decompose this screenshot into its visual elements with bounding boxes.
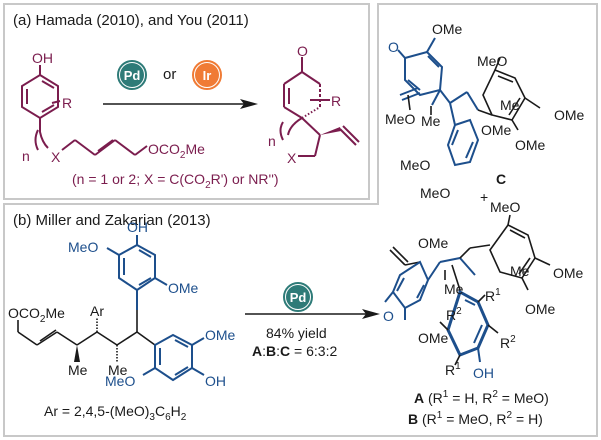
r-label: R [62, 95, 72, 111]
ir-catalyst-badge: Ir [192, 60, 222, 90]
c-ome-top: OMe [432, 21, 463, 37]
pd-label: Pd [123, 67, 141, 83]
p-me-right: Me [510, 263, 530, 279]
b-oh-top: OH [127, 219, 148, 235]
b-me-2: Me [108, 362, 128, 378]
compound-c-label: C [496, 171, 506, 187]
oh-label: OH [32, 50, 53, 66]
compound-c-trimethoxyaryl [477, 57, 541, 131]
c-meo-bottom: MeO [420, 185, 450, 201]
c-me-left: Me [421, 113, 441, 129]
substrate-b-aryl-bottom [142, 333, 205, 382]
product-a-spirocycle [279, 57, 360, 157]
legend-b: B (R1 = MeO, R2 = H) [408, 410, 543, 427]
panel-a-title: (a) Hamada (2010), and You (2011) [13, 12, 249, 29]
b-ome-mid: OMe [168, 280, 199, 296]
product-r-label: R [331, 93, 341, 109]
p-r2-right: R2 [500, 334, 516, 351]
substrate-a-phenol [21, 65, 148, 156]
pd-catalyst-badge-b: Pd [283, 282, 313, 312]
p-ome-right: OMe [553, 265, 584, 281]
c-ome-mid: OMe [481, 122, 512, 138]
ir-label: Ir [202, 67, 212, 83]
pd-label-b: Pd [289, 289, 307, 305]
conditions-a: (n = 1 or 2; X = C(CO2R') or NR'') [72, 171, 279, 191]
b-meo-top: MeO [68, 239, 98, 255]
panel-a-box [3, 3, 370, 200]
p-r1-top: R1 [485, 287, 501, 304]
substrate-b-aryl-top [106, 235, 168, 310]
c-ome-right: OMe [554, 107, 585, 123]
c-carbonyl-o: O [388, 39, 399, 55]
substrate-b-chain [17, 310, 156, 362]
b-ome-right: OMe [205, 327, 236, 343]
ar-definition: Ar = 2,4,5-(MeO)3C6H2 [44, 403, 187, 423]
product-o-label: O [297, 43, 308, 59]
b-ester: OCO2Me [8, 305, 65, 325]
product-b-phenol [439, 289, 499, 366]
p-meo-top: MeO [490, 199, 520, 215]
panel-b-box [3, 203, 598, 437]
p-oh: OH [473, 365, 494, 381]
c-meo-right: MeO [477, 53, 507, 69]
panel-b-top-border [3, 203, 379, 205]
p-r1-bottom: R1 [445, 361, 461, 378]
p-carbonyl-o: O [383, 308, 394, 324]
plus-sign: + [480, 189, 488, 205]
n-label: n [22, 148, 30, 164]
pd-catalyst-badge: Pd [117, 60, 147, 90]
x-label: X [51, 149, 61, 165]
yield-text: 84% yield [266, 325, 327, 341]
p-me-left: Me [444, 281, 464, 297]
b-oh-bottom: OH [205, 373, 226, 389]
or-label: or [163, 66, 177, 83]
b-meo-bottom: MeO [105, 373, 135, 389]
panel-b-title: (b) Miller and Zakarian (2013) [13, 212, 211, 229]
product-b-trimethoxyaryl [489, 214, 551, 291]
p-ome-top: OMe [418, 235, 449, 251]
ester-label: OCO2Me [148, 141, 205, 161]
p-ome-bottom-right: OMe [525, 301, 556, 317]
product-b-skeleton [384, 244, 491, 320]
p-ome-bottom: OMe [418, 330, 449, 346]
b-me-1: Me [68, 362, 88, 378]
compound-c-skeleton [397, 37, 480, 167]
b-ar: Ar [90, 303, 104, 319]
c-me-right: Me [500, 97, 520, 113]
reaction-arrow-a [103, 99, 258, 109]
product-x-label: X [287, 150, 297, 166]
c-ome-lower: OMe [515, 137, 546, 153]
legend-a: A (R1 = H, R2 = MeO) [414, 389, 549, 406]
c-meo-aryl: MeO [400, 157, 430, 173]
product-n-label: n [268, 133, 276, 149]
c-meo-left: MeO [385, 111, 415, 127]
ratio-text: A:B:C = 6:3:2 [252, 343, 337, 359]
reaction-arrow-b [245, 309, 380, 319]
p-r2-left: R2 [446, 306, 462, 323]
